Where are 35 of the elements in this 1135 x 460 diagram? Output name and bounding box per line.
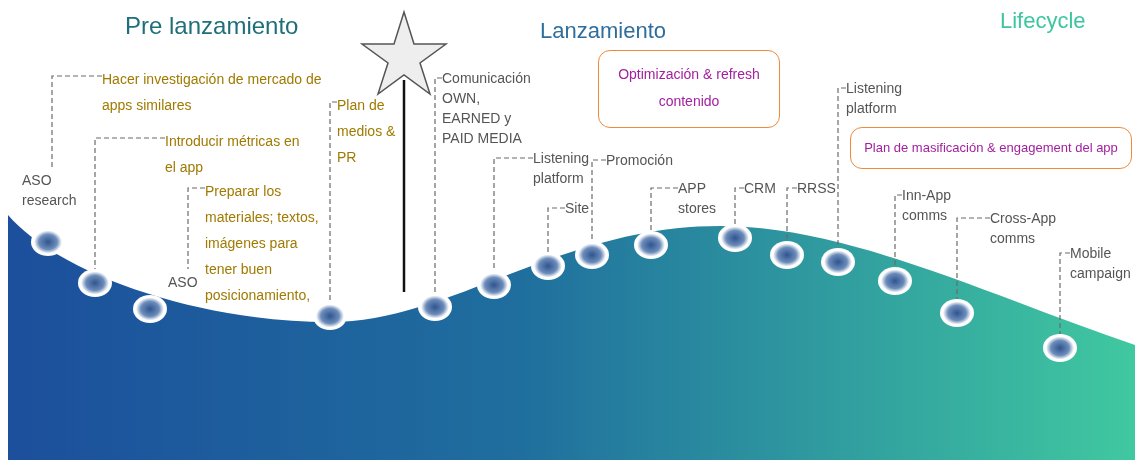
leader-line xyxy=(591,159,607,242)
channel-text: CRM xyxy=(744,178,784,198)
leader-line xyxy=(329,101,338,303)
leader-line xyxy=(94,137,166,270)
phase-title: Lifecycle xyxy=(1000,8,1086,34)
leader-line xyxy=(434,77,443,294)
task-text: Plan de medios & PR xyxy=(337,92,399,170)
channel-text: Listening platform xyxy=(846,78,926,118)
leader-line xyxy=(894,194,903,268)
leader-line xyxy=(650,187,679,232)
leader-line xyxy=(786,187,798,242)
leader-line xyxy=(547,207,566,253)
leader-line xyxy=(1059,252,1071,335)
milestone-dot xyxy=(575,241,609,269)
task-text: Preparar los materiales; textos, imágenes para tener buen posicionamiento, xyxy=(205,178,327,308)
channel-text: Promoción xyxy=(606,150,690,170)
channel-text: RRSS xyxy=(797,178,837,198)
channel-text: Listening platform xyxy=(533,148,599,188)
highlight-box: Plan de masificación & engagement del app xyxy=(850,127,1132,169)
task-text: Hacer investigación de mercado de apps similares xyxy=(102,66,322,118)
task-text: Introducir métricas en el app xyxy=(165,128,310,180)
channel-text: Mobile campaign xyxy=(1070,243,1134,283)
leader-line xyxy=(51,75,103,168)
phase-title: Pre lanzamiento xyxy=(125,12,299,40)
highlight-box: Optimización & refresh contenido xyxy=(598,50,780,128)
channel-text: APP stores xyxy=(678,178,726,218)
channel-text: Site xyxy=(565,198,601,218)
leader-line xyxy=(187,187,206,270)
leader-line xyxy=(734,187,745,225)
channel-text: Comunicación OWN, EARNED y PAID MEDIA xyxy=(442,68,532,148)
channel-text: Inn-App comms xyxy=(902,185,966,225)
channel-text: ASO research xyxy=(22,170,82,210)
leader-line xyxy=(956,217,991,300)
phase-title: Lanzamiento xyxy=(540,18,666,44)
channel-text: Cross-App comms xyxy=(990,208,1072,248)
